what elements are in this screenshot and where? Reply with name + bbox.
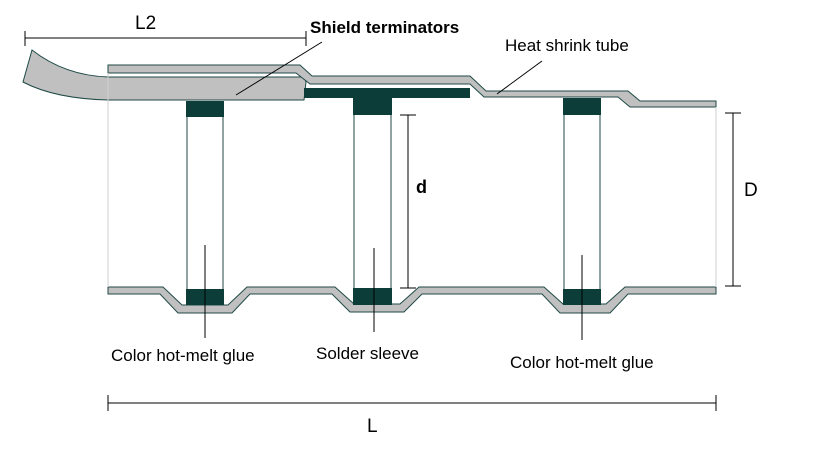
- leader-lines: [204, 41, 583, 340]
- solder-bar: [304, 88, 470, 98]
- label-d: d: [416, 177, 427, 197]
- label-D: D: [744, 180, 758, 201]
- dimension-L2: [24, 31, 307, 46]
- label-L2: L2: [135, 13, 156, 34]
- label-heat-shrink-tube: Heat shrink tube: [505, 36, 629, 55]
- solder-sleeve-band: [353, 98, 392, 305]
- leader-heat-shrink-tube: [496, 60, 543, 95]
- cable-body: [22, 49, 717, 314]
- heat-shrink-tube-bottom-wall: [107, 286, 717, 314]
- dimension-d: [400, 114, 416, 289]
- glue-band-left: [186, 101, 224, 305]
- shield-wire: [22, 49, 307, 101]
- dimension-L: [107, 395, 717, 411]
- label-L: L: [367, 416, 378, 437]
- label-shield-terminators: Shield terminators: [310, 18, 459, 37]
- label-glue-left: Color hot-melt glue: [111, 346, 255, 365]
- label-solder-sleeve: Solder sleeve: [316, 344, 419, 363]
- dimension-D: [725, 112, 741, 287]
- label-glue-right: Color hot-melt glue: [510, 353, 654, 372]
- leader-shield-terminators: [235, 41, 323, 96]
